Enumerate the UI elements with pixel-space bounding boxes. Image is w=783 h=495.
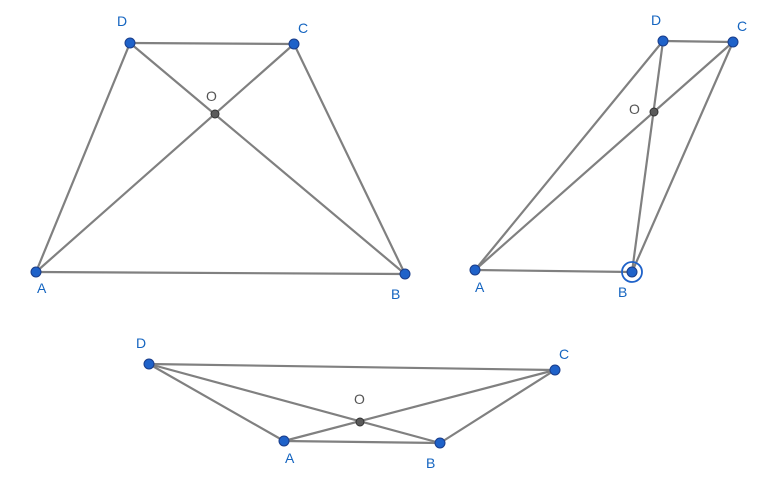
label-d: D: [136, 335, 146, 351]
segment-bc: [438, 368, 557, 445]
point-o[interactable]: [210, 109, 220, 119]
label-d: D: [117, 13, 127, 29]
label-a: A: [37, 280, 47, 296]
diagonal-bd: [128, 41, 407, 276]
label-c: C: [298, 20, 308, 36]
point-a[interactable]: [469, 264, 481, 276]
point-c[interactable]: [549, 364, 561, 376]
segment-bc: [292, 42, 407, 276]
point-c[interactable]: [288, 38, 300, 50]
label-c: C: [737, 18, 747, 34]
segment-bc: [630, 40, 735, 274]
point-b[interactable]: [399, 268, 411, 280]
label-c: C: [559, 346, 569, 362]
point-o[interactable]: [355, 417, 365, 427]
diagonal-bd: [147, 362, 442, 445]
figure-3: A B C D O: [136, 335, 569, 471]
label-d: D: [651, 12, 661, 28]
point-a[interactable]: [30, 266, 42, 278]
segment-da: [34, 41, 132, 274]
segment-cd: [128, 41, 296, 46]
segment-cd: [661, 39, 735, 44]
segment-ab: [473, 268, 634, 274]
label-o: O: [354, 391, 365, 407]
label-b: B: [618, 284, 627, 300]
point-d[interactable]: [124, 37, 136, 49]
point-c[interactable]: [727, 36, 739, 48]
figure-1: A B C D O: [30, 13, 411, 302]
point-b[interactable]: [626, 266, 638, 278]
label-o: O: [206, 88, 217, 104]
segment-da: [147, 362, 286, 443]
segment-ab: [34, 270, 407, 276]
point-a[interactable]: [278, 435, 290, 447]
figure-2: A B C D O: [469, 12, 747, 300]
segment-da: [473, 39, 665, 272]
label-o: O: [629, 101, 640, 117]
point-o[interactable]: [649, 107, 659, 117]
selection-ring-b: [621, 261, 643, 283]
diagonal-bd: [630, 39, 665, 274]
segment-ab: [282, 439, 442, 445]
label-b: B: [426, 455, 435, 471]
diagonal-ac: [34, 42, 296, 274]
diagonal-ac: [282, 368, 557, 443]
segment-cd: [147, 362, 557, 372]
label-a: A: [285, 450, 295, 466]
diagonal-ac: [473, 40, 735, 272]
point-b[interactable]: [434, 437, 446, 449]
label-b: B: [391, 286, 400, 302]
point-d[interactable]: [657, 35, 669, 47]
label-a: A: [475, 279, 485, 295]
point-d[interactable]: [143, 358, 155, 370]
